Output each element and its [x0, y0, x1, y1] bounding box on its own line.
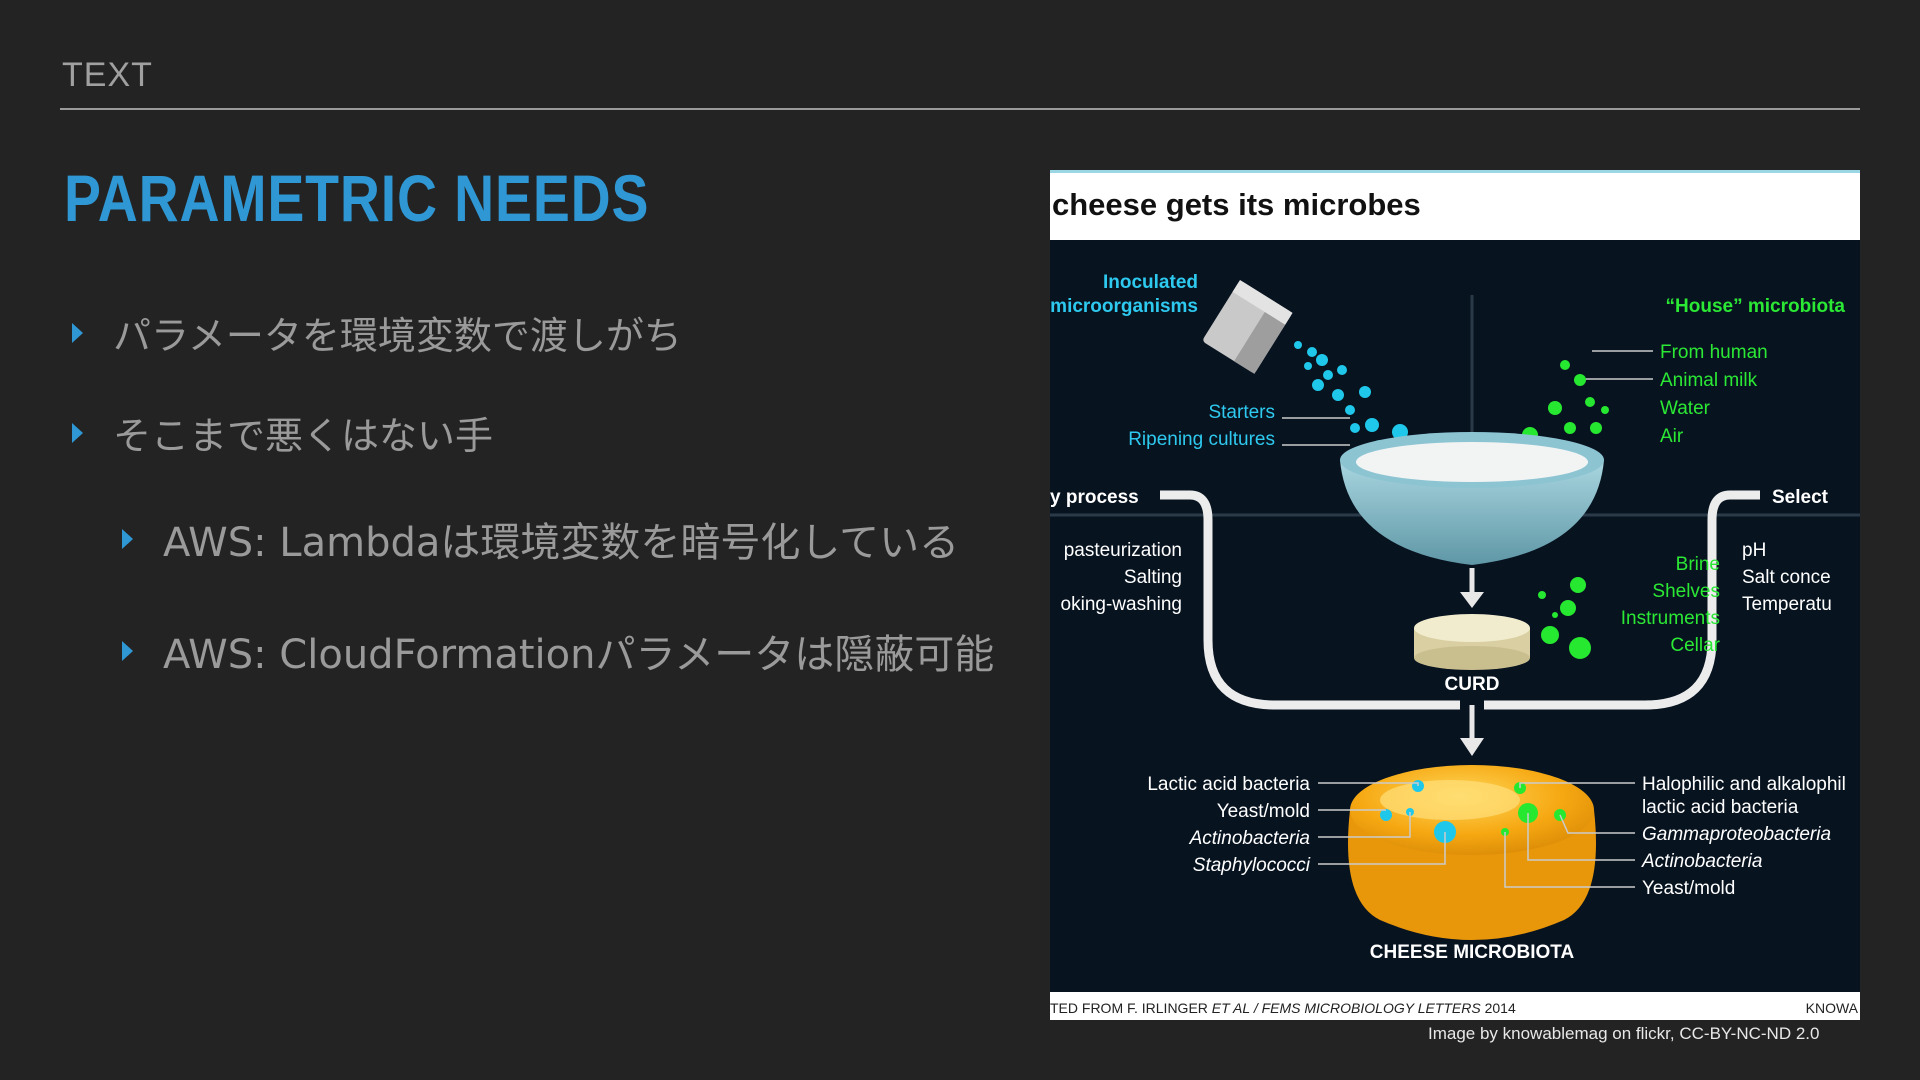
cheese-right-label: lactic acid bacteria: [1642, 797, 1799, 818]
bullet-text: AWS: Lambdaは環境変数を暗号化している: [163, 520, 960, 566]
select-bracket: [1484, 490, 1760, 710]
cheese-left-label: Lactic acid bacteria: [1147, 774, 1310, 795]
starters-label: Starters: [1208, 402, 1275, 423]
house-item: Animal milk: [1660, 370, 1758, 391]
image-credit: Image by knowablemag on flickr, CC-BY-NC…: [1428, 1024, 1820, 1043]
process-item: Salting: [1124, 567, 1182, 588]
cheese-microbiota-label: CHEESE MICROBIOTA: [1370, 942, 1575, 963]
source-journal: ET AL / FEMS MICROBIOLOGY LETTERS: [1212, 1000, 1482, 1016]
select-item: Temperatu: [1742, 594, 1832, 615]
cheese-right-leaders: [1504, 782, 1635, 888]
flow-arrow-head: [1460, 592, 1484, 608]
figure-brand: KNOWA: [1806, 1000, 1859, 1016]
process-item: pasteurization: [1064, 540, 1182, 561]
cheese-left-leaders: [1318, 782, 1446, 865]
house-item: Air: [1660, 426, 1684, 447]
header-divider: [60, 108, 1860, 110]
bullet-item: パラメータを環境変数で渡しがち: [72, 305, 682, 360]
cheese-right-label: Yeast/mold: [1642, 878, 1735, 899]
figure-header-band: [1050, 170, 1860, 240]
curd-icon: [1414, 614, 1530, 670]
ripening-label: Ripening cultures: [1128, 429, 1275, 450]
cheese-right-label: Gammaproteobacteria: [1642, 824, 1831, 845]
figure-footer-band: [1050, 992, 1860, 1020]
curd-label: CURD: [1445, 674, 1500, 695]
house-item: Water: [1660, 398, 1711, 419]
process-title: y process: [1050, 487, 1139, 508]
process-bracket: [1160, 490, 1460, 710]
bullet-text: そこまで悪くはない手: [113, 414, 494, 458]
select-title: Select: [1772, 487, 1829, 508]
process-item: oking-washing: [1061, 594, 1182, 615]
bullet-arrow-icon: [122, 529, 133, 549]
bullet-arrow-icon: [72, 322, 83, 343]
cheese-left-label: Actinobacteria: [1189, 828, 1310, 849]
sub-bullet-item: AWS: Lambdaは環境変数を暗号化している: [122, 510, 959, 568]
flow-arrow-head: [1460, 738, 1484, 756]
source-year: 2014: [1481, 1000, 1516, 1016]
bullet-arrow-icon: [72, 422, 83, 443]
cheese-right-label: Halophilic and alkalophil: [1642, 774, 1846, 795]
house-item: From human: [1660, 342, 1768, 363]
env-item: Shelves: [1652, 581, 1720, 602]
cheese-left-label: Staphylococci: [1193, 855, 1311, 876]
house-item-list: From human Animal milk Water Air: [1660, 342, 1768, 447]
sub-bullet-item: AWS: CloudFormationパラメータは隠蔽可能: [122, 622, 994, 680]
house-microbiota-title: “House” microbiota: [1666, 296, 1846, 317]
inoculated-label: microorganisms: [1050, 296, 1198, 317]
inoculated-label: Inoculated: [1103, 272, 1198, 293]
figure-header-accent: [1050, 170, 1860, 173]
bullet-item: そこまで悪くはない手: [72, 405, 493, 460]
env-item: Brine: [1676, 554, 1720, 575]
cheese-right-label: Actinobacteria: [1641, 851, 1762, 872]
figure-heading: cheese gets its microbes: [1052, 187, 1421, 222]
env-item: Instruments: [1621, 608, 1720, 629]
bullet-arrow-icon: [122, 641, 133, 661]
select-item: Salt conce: [1742, 567, 1831, 588]
source-prefix: TED FROM F. IRLINGER: [1050, 1000, 1212, 1016]
env-item: Cellar: [1670, 635, 1720, 656]
milk-bowl-icon: [1340, 432, 1604, 565]
cheese-microbes-infographic: cheese gets its microbes Inoculated micr…: [1050, 170, 1860, 1020]
cheese-left-label: Yeast/mold: [1217, 801, 1310, 822]
starter-packet-icon: [1203, 280, 1293, 374]
bullet-text: AWS: CloudFormationパラメータは隠蔽可能: [163, 632, 995, 678]
bullet-text: パラメータを環境変数で渡しがち: [113, 314, 682, 358]
cheese-wheel-icon: [1348, 765, 1596, 940]
section-label: TEXT: [62, 56, 153, 94]
env-particles: [1538, 577, 1591, 659]
select-item: pH: [1742, 540, 1766, 561]
figure-source-note: TED FROM F. IRLINGER ET AL / FEMS MICROB…: [1050, 1000, 1516, 1016]
slide-title: PARAMETRIC NEEDS: [64, 161, 650, 235]
